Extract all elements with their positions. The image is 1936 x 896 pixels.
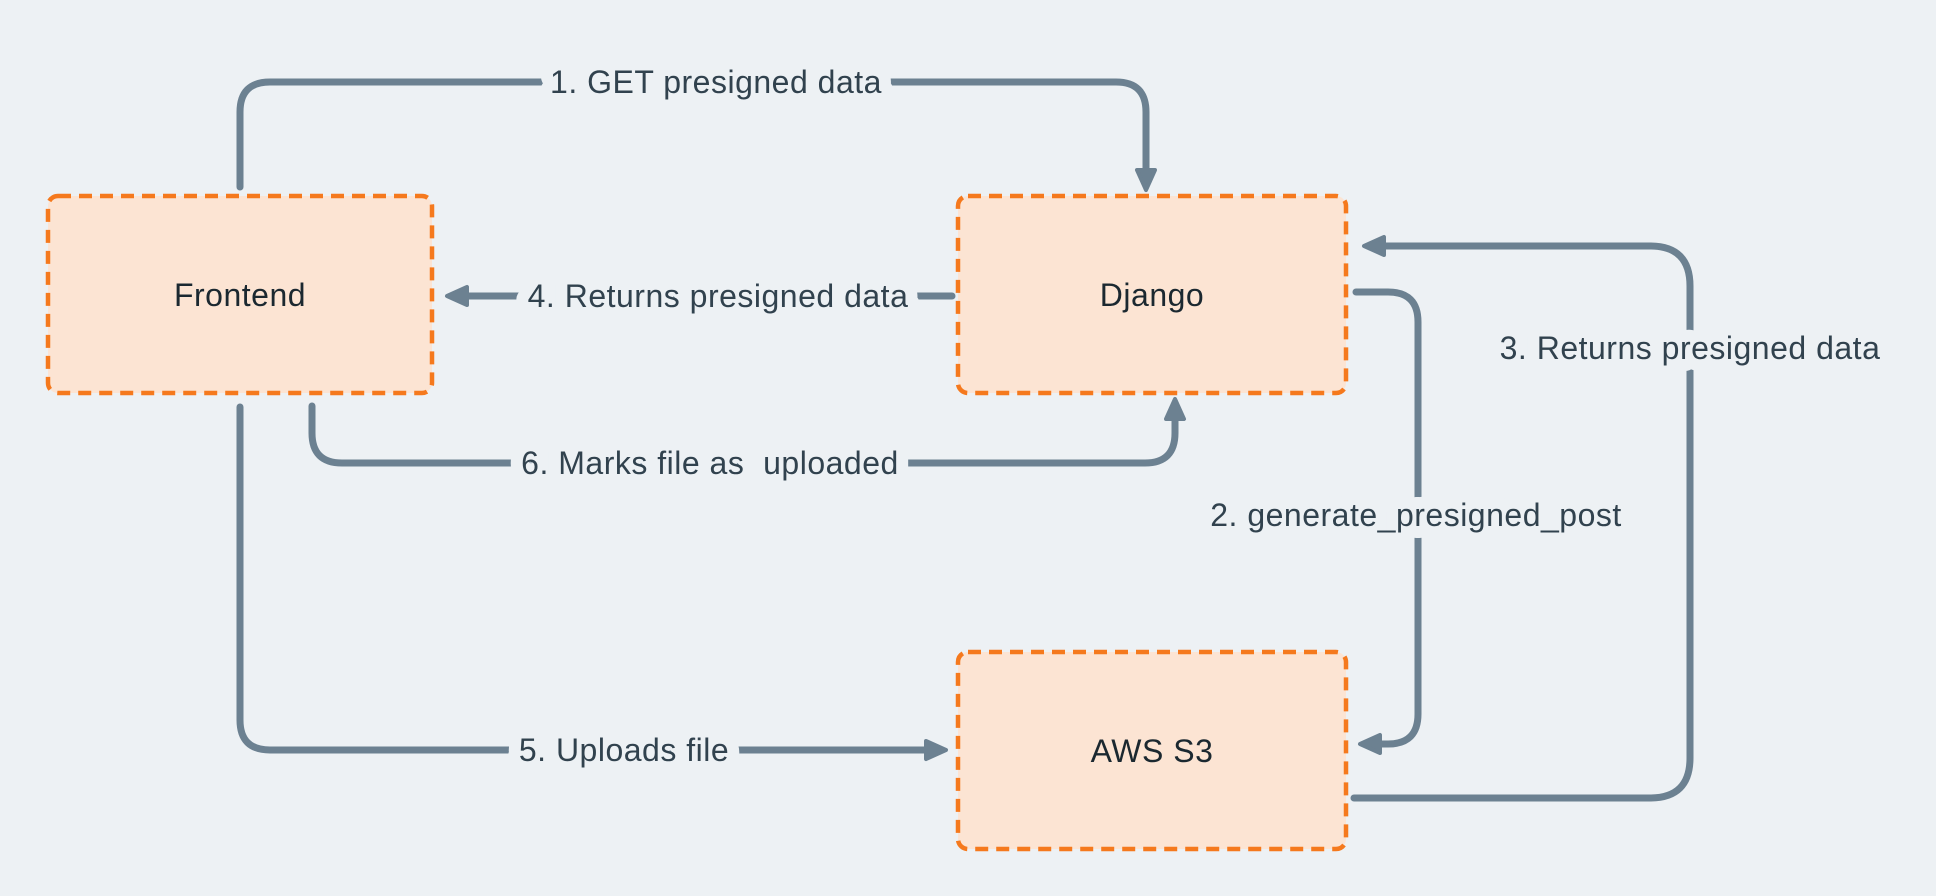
django-box [955,193,1349,396]
edge-returns-presigned-data-to-django-label: 3. Returns presigned data [1500,330,1881,366]
edge-generate-presigned-post-label: 2. generate_presigned_post [1210,497,1622,533]
edge-uploads-file-path [236,403,948,761]
edge-get-presigned-data-path [236,78,1157,192]
frontend-box [45,193,435,396]
edge-returns-presigned-data-to-django-path [1350,235,1694,802]
django-label: Django [1100,277,1204,313]
edge-marks-file-uploaded-path [308,397,1186,467]
edge-get-presigned-data-label: 1. GET presigned data [550,64,882,100]
edge-uploads-file-label: 5. Uploads file [519,732,729,768]
edge-marks-file-uploaded-label: 6. Marks file as uploaded [521,445,899,481]
aws-s3-label: AWS S3 [1091,733,1214,769]
node-frontend: Frontend [45,193,435,396]
node-aws-s3: AWS S3 [955,649,1349,852]
frontend-label: Frontend [174,277,306,313]
aws-s3-box [955,649,1349,852]
edge-returns-presigned-data-to-frontend-label: 4. Returns presigned data [528,278,909,314]
edge-generate-presigned-post-path [1352,288,1422,755]
node-django: Django [955,193,1349,396]
